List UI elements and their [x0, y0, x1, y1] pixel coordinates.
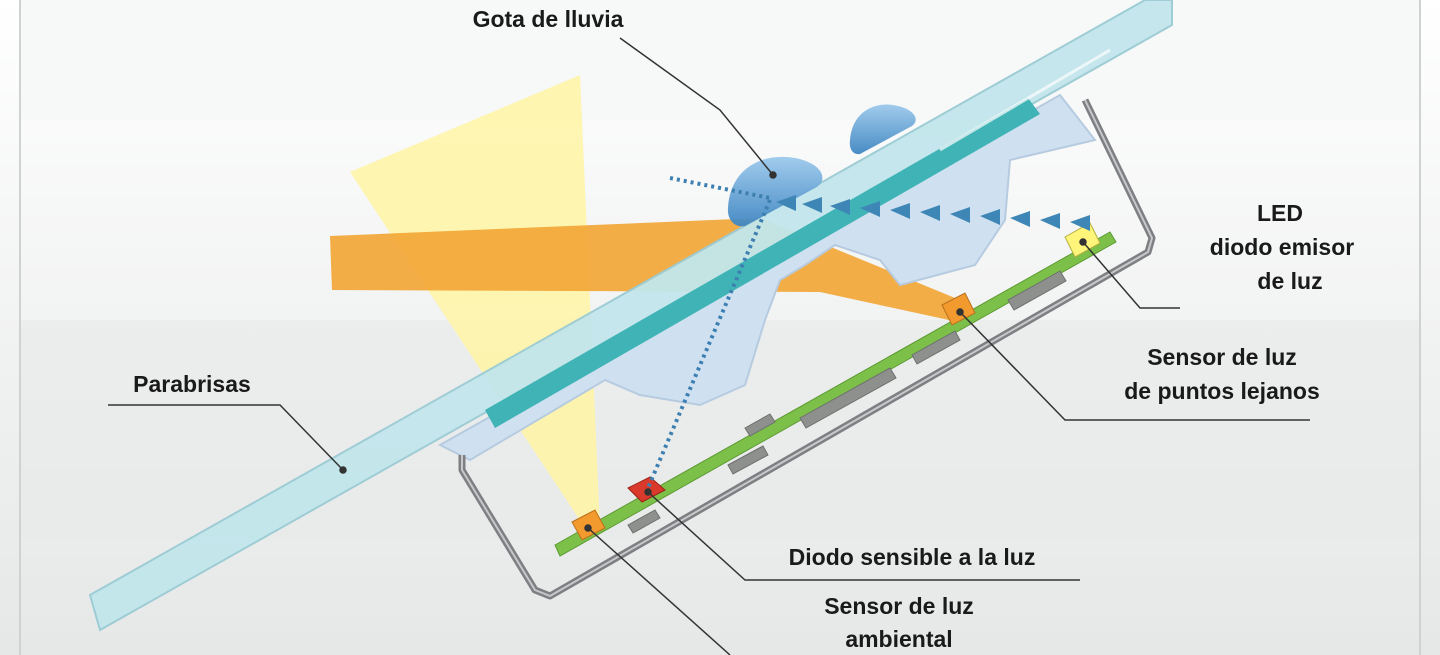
label-led-line3: de luz [1257, 268, 1322, 294]
arrow-1 [1070, 215, 1090, 231]
arrow-5 [950, 207, 970, 223]
arrow-6 [920, 205, 940, 221]
label-sensor-ambiental-line1: Sensor de luz [824, 593, 974, 619]
arrow-10 [802, 197, 822, 213]
background-band-upper [20, 0, 1420, 120]
windshield [88, 0, 1173, 632]
label-led-line2: diodo emisor [1210, 234, 1354, 260]
arrow-3 [1010, 211, 1030, 227]
arrow-11 [776, 195, 796, 211]
arrow-9 [830, 199, 850, 215]
windshield-highlight [939, 48, 1111, 152]
signal-reflected [669, 176, 771, 200]
raindrop-main [727, 156, 823, 227]
leader-parabrisas-dot [339, 466, 347, 474]
chip-4 [799, 367, 897, 429]
label-sensor-lejanos-line1: Sensor de luz [1147, 344, 1297, 370]
raindrop-small [849, 104, 916, 155]
led-signal-arrows [776, 195, 1090, 231]
label-parabrisas: Parabrisas [133, 371, 251, 397]
leader-led [1082, 241, 1180, 309]
windshield-inner-strip [485, 98, 1040, 428]
label-sensor-lejanos-line2: de puntos lejanos [1124, 378, 1320, 404]
label-sensor-ambiental-line2: ambiental [845, 626, 952, 652]
chip-6 [1007, 270, 1067, 311]
arrow-7 [890, 203, 910, 219]
circuit-board [554, 231, 1117, 557]
sensor-body [437, 93, 1097, 462]
leader-sensor-lejanos-dot [956, 308, 964, 316]
arrow-4 [980, 209, 1000, 225]
chip-1 [627, 509, 661, 534]
leader-diodo-dot [644, 488, 652, 496]
label-led-line1: LED [1257, 200, 1303, 226]
leader-sensor-ambiental [587, 527, 731, 655]
chip-3 [744, 413, 776, 437]
arrow-8 [860, 201, 880, 217]
board-chips [627, 270, 1067, 534]
leader-sensor-ambiental-dot [584, 524, 592, 532]
leader-led-dot [1079, 238, 1087, 246]
leader-diodo [647, 491, 1080, 581]
chip-2 [727, 445, 769, 475]
leader-gota [619, 37, 774, 176]
chip-5 [911, 330, 961, 365]
label-gota-de-lluvia: Gota de lluvia [473, 6, 624, 32]
label-diodo-sensible: Diodo sensible a la luz [789, 544, 1036, 570]
leader-lines [108, 37, 1310, 655]
leader-gota-dot [769, 171, 777, 179]
leader-sensor-lejanos [959, 311, 1310, 421]
leader-parabrisas [108, 404, 344, 471]
sensor-housing-inner [461, 99, 1153, 597]
arrow-2 [1040, 213, 1060, 229]
signal-path-to-diode [646, 199, 772, 489]
